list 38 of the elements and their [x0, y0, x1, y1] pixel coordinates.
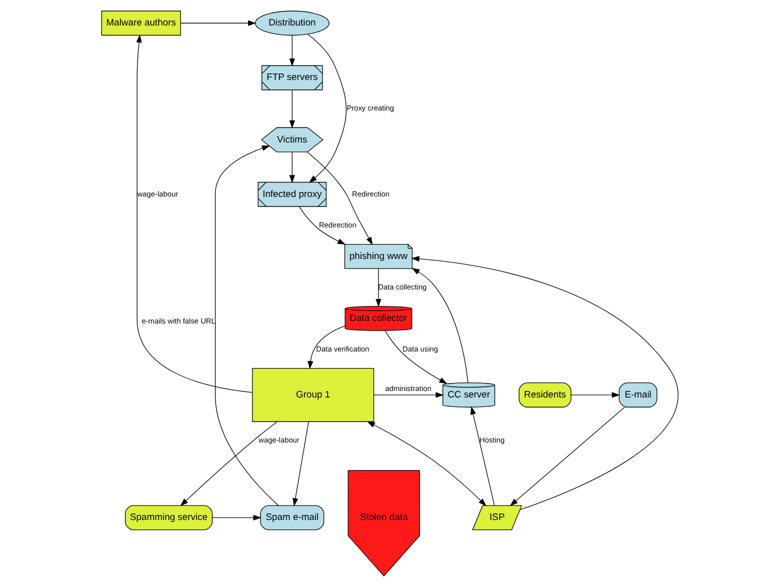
node-ellipse: Distribution — [254, 10, 330, 36]
arrow — [214, 145, 279, 506]
arrow — [374, 392, 444, 398]
node-box: Spam e-mail — [260, 505, 324, 530]
arrow — [289, 152, 295, 184]
arrow — [366, 421, 486, 506]
arrow — [136, 34, 253, 393]
node-box: Malware authors — [101, 10, 181, 36]
arrow — [298, 206, 346, 245]
arrow — [307, 34, 347, 183]
arrow — [384, 330, 448, 384]
arrow — [376, 268, 382, 308]
arrow — [180, 421, 278, 506]
edge-label: administration — [385, 384, 432, 393]
edge-label: Hosting — [480, 435, 505, 444]
arrow — [212, 514, 262, 521]
arrow — [470, 406, 495, 506]
arrow — [412, 268, 468, 384]
edge-label: Redirection — [352, 189, 390, 198]
node-box: Group 1 — [252, 368, 374, 422]
edge-label: Proxy creating — [346, 104, 394, 113]
arrow — [306, 152, 373, 246]
edge-label: Data using — [402, 344, 438, 354]
arrow — [289, 90, 295, 128]
edge-label: Data verification — [316, 344, 370, 354]
arrow — [411, 256, 678, 510]
edge-label: wage-labour — [258, 435, 300, 444]
edge-label: Redirection — [318, 220, 356, 230]
arrow — [292, 421, 309, 506]
arrow — [570, 392, 620, 398]
node-box: E-mail — [618, 382, 658, 408]
node-box: Residents — [518, 382, 572, 408]
arrow — [308, 326, 346, 370]
node-box: Spamming service — [124, 505, 213, 530]
arrow — [180, 20, 256, 26]
edge-label: e-mails with false URL — [142, 316, 216, 326]
arrow — [510, 406, 625, 506]
arrow — [289, 35, 295, 67]
